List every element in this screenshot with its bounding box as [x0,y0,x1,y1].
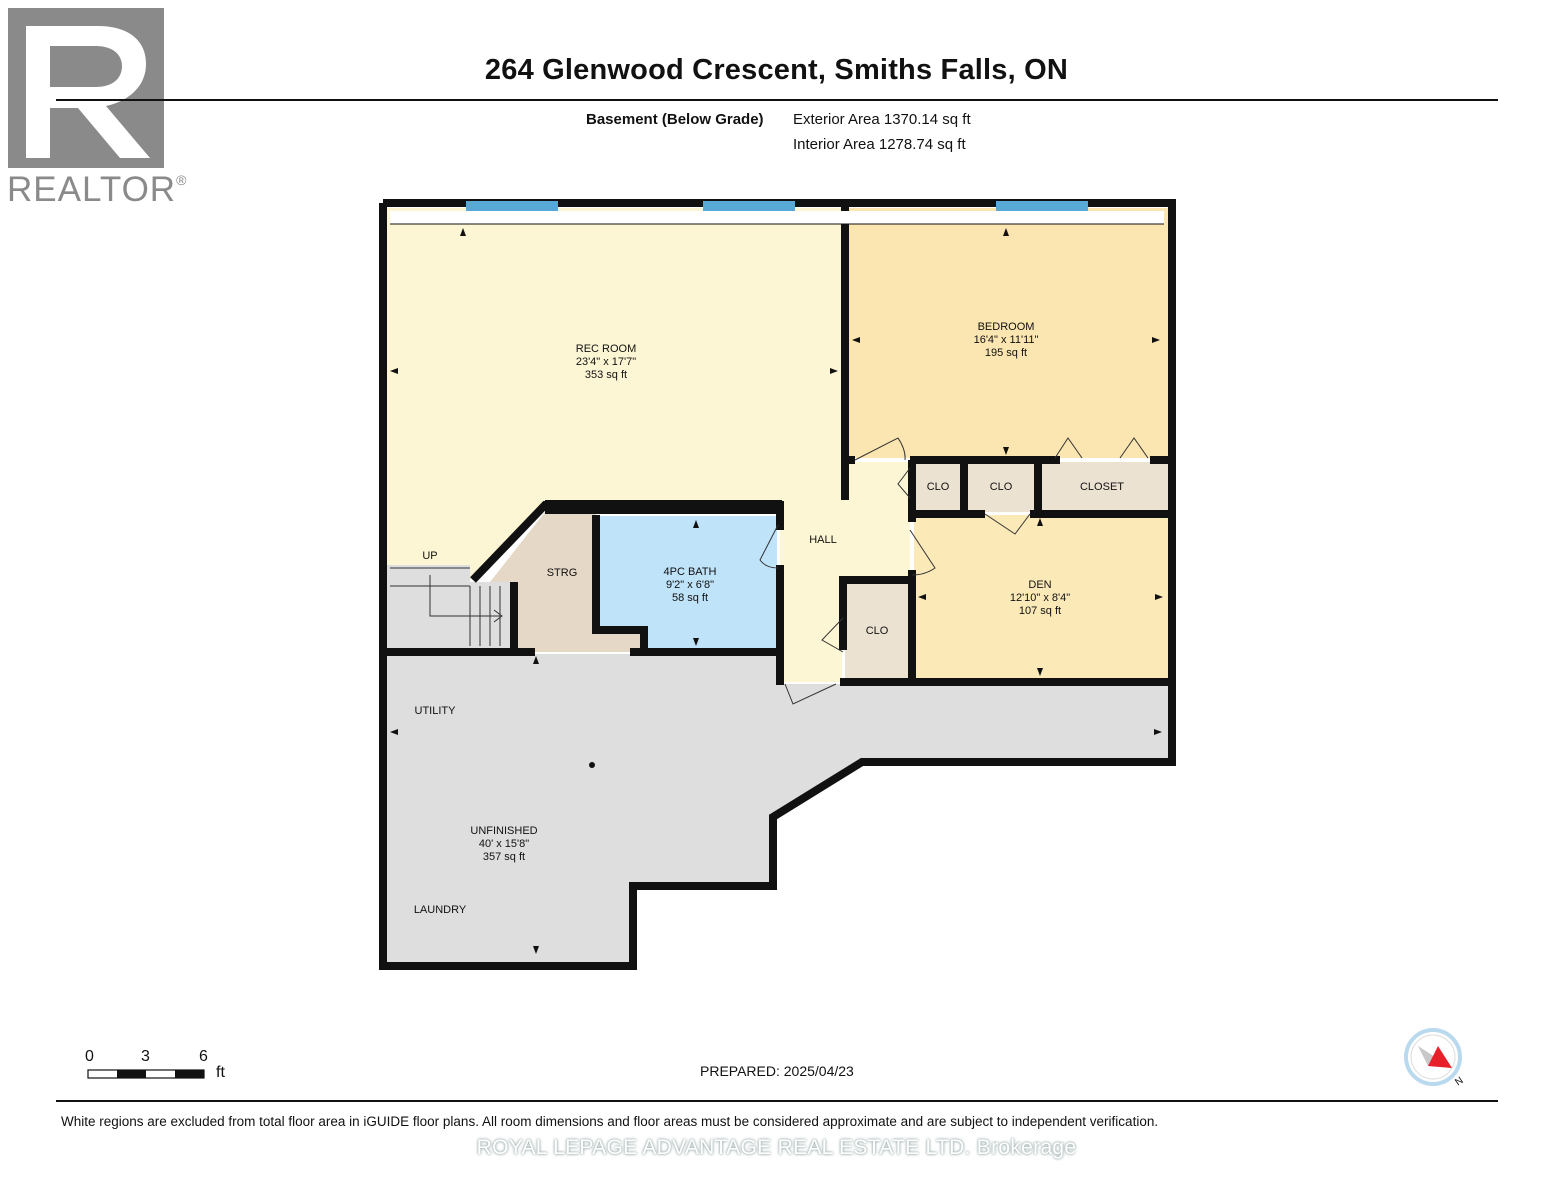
closet-area [1040,462,1168,512]
clo-3-label: CLO [866,625,889,637]
realtor-r-icon [8,8,164,168]
clo-2-area [966,462,1036,512]
bath-area [597,516,777,652]
scale-tick-0: 0 [85,1048,94,1065]
clo-3-area [845,582,911,680]
scale-tick-3: 3 [141,1048,150,1065]
door-swings [759,437,1149,705]
realtor-logo [8,8,164,168]
rec-room-area-text: 353 sq ft [585,369,627,381]
disclaimer-text: White regions are excluded from total fl… [61,1114,1159,1129]
scale-unit: ft [216,1064,225,1081]
realtor-wordmark: REALTOR® [7,170,188,209]
stairs-area [385,565,512,650]
den-area [914,515,1168,682]
scale-tick-6: 6 [199,1048,208,1065]
prepared-date: PREPARED: 2025/04/23 [700,1063,854,1079]
strg-label: STRG [547,567,578,579]
unfinished-area [385,654,1168,964]
unfinished-dims: 40' x 15'8" [479,838,529,850]
unfinished-label: UNFINISHED [470,825,537,837]
closet-label: CLOSET [1080,481,1124,493]
laundry-label: LAUNDRY [414,904,467,916]
den-label: DEN [1028,579,1051,591]
rec-room-label: REC ROOM [576,343,637,355]
unfinished-area-text: 357 sq ft [483,851,525,863]
windows [466,201,1088,211]
den-dims: 12'10" x 8'4" [1010,592,1070,604]
storage-area [490,512,640,652]
hall-area [780,462,910,682]
floor-name: Basement (Below Grade) [586,111,764,128]
compass-north-label: N [1453,1075,1465,1088]
clo-2-label: CLO [990,481,1013,493]
exterior-area: Exterior Area 1370.14 sq ft [793,111,971,128]
footer-divider [56,1100,1498,1102]
bath-area-text: 58 sq ft [672,592,708,604]
rec-room-area [385,208,845,580]
bedroom-dims: 16'4" x 11'11" [974,334,1039,346]
utility-label: UTILITY [415,705,457,717]
up-label: UP [422,550,437,562]
bath-top-wall [545,500,782,514]
bedroom-area [845,208,1168,458]
bedroom-label: BEDROOM [978,321,1035,333]
header-divider [56,99,1498,101]
walls [379,199,1176,970]
clo-1-area [914,462,962,512]
rec-room-dims: 23'4" x 17'7" [576,356,636,368]
interior-area: Interior Area 1278.74 sq ft [793,136,966,153]
stairs-icon [390,567,503,646]
bedroom-area-text: 195 sq ft [985,347,1027,359]
hall-label: HALL [809,534,837,546]
bath-dims: 9'2" x 6'8" [666,579,714,591]
den-area-text: 107 sq ft [1019,605,1061,617]
clo-1-label: CLO [927,481,950,493]
page-title: 264 Glenwood Crescent, Smiths Falls, ON [484,54,1069,86]
brokerage-watermark: ROYAL LEPAGE ADVANTAGE REAL ESTATE LTD. … [476,1136,1077,1159]
dimension-arrows [390,228,1163,954]
bath-label: 4PC BATH [664,566,717,578]
scale-bar [87,1069,205,1079]
compass-icon [1404,1028,1462,1086]
inner-top-edge [390,211,1164,224]
